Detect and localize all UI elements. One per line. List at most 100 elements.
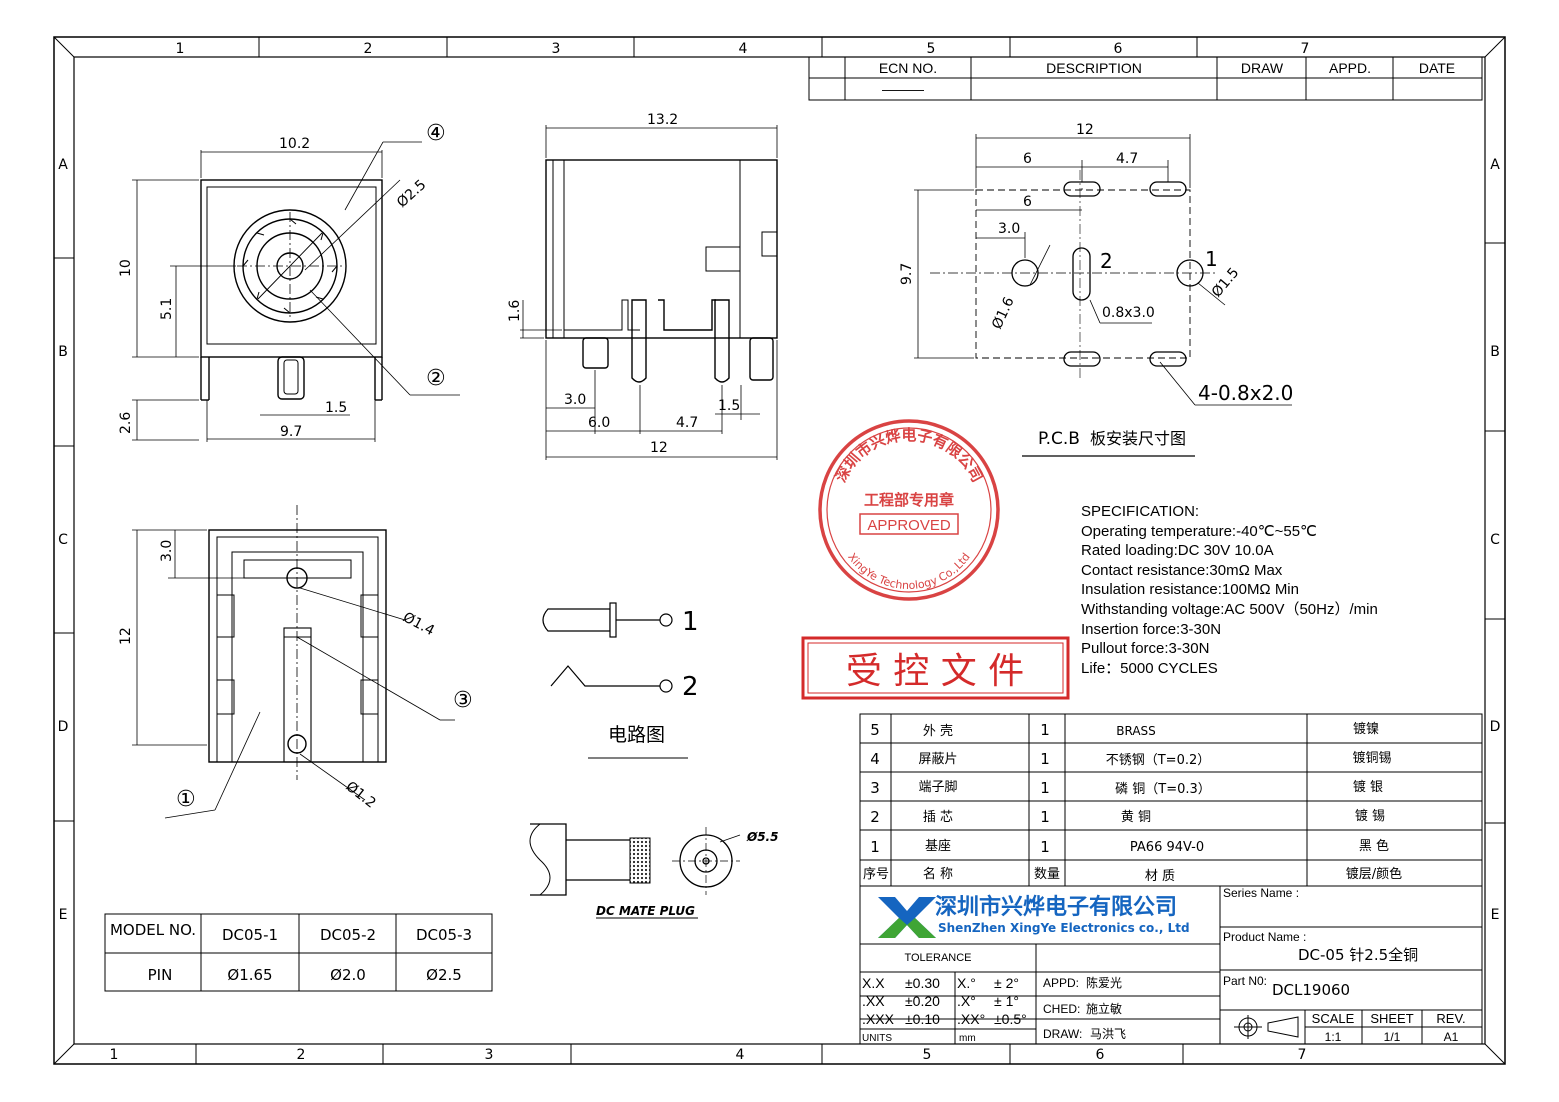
bottom-hole2: Ø1.2 (343, 779, 379, 812)
bom-row: 4 屏蔽片 1 不锈钢（T=0.2） 镀铜锡 (870, 750, 1391, 768)
zone-col-label: 4 (739, 41, 748, 57)
draw-name: 马洪飞 (1090, 1027, 1126, 1041)
dim-pin-gap: 1.5 (325, 400, 347, 416)
tolerance-rows: X.X ±0.30 X.° ± 2° .XX ±0.20 .X° ± 1° .X… (862, 975, 1027, 1027)
bom-qty: 1 (1040, 721, 1050, 739)
bom-header-finish: 镀层/颜色 (1346, 866, 1402, 882)
part-value: DCL19060 (1272, 981, 1350, 999)
callout-3: ③ (453, 688, 473, 713)
bottom-view-dimensions (132, 529, 455, 819)
zone-col-label: 5 (927, 41, 936, 57)
bom-material: BRASS (1116, 724, 1156, 738)
stamp-company-text: 深圳市兴烨电子有限公司 (832, 426, 987, 485)
scale-label: SCALE (1312, 1011, 1355, 1026)
side-view-labels: 13.2 1.6 3.0 6.0 4.7 1.5 12 (507, 112, 740, 456)
sheet-value: 1/1 (1384, 1030, 1401, 1044)
callout-1: ① (176, 787, 196, 812)
zone-col-label: 4 (736, 1047, 745, 1063)
tol-a: .XX (862, 993, 885, 1009)
rev-label: REV. (1436, 1011, 1465, 1026)
pcb-dim-d: 3.0 (998, 221, 1020, 237)
controlled-document-stamp: 受 控 文 件 (801, 636, 1070, 700)
model-pin-value: Ø1.65 (227, 966, 272, 984)
units-label: UNITS (862, 1033, 892, 1044)
bom-finish: 镀 银 (1353, 779, 1383, 795)
dim-hole: Ø2.5 (394, 177, 429, 211)
spec-line: Withstanding voltage:AC 500V（50Hz）/min (1081, 600, 1378, 618)
pcb-hole-left: Ø1.6 (989, 295, 1018, 332)
pcb-dim-a: 6 (1023, 151, 1032, 167)
bom-table (859, 713, 1483, 887)
bottom-view-labels: 3.0 12 Ø1.4 Ø1.2 ③ ① (118, 540, 473, 812)
zone-col-label: 1 (110, 1047, 119, 1063)
dim-width: 10.2 (279, 136, 310, 152)
stamp-status: APPROVED (867, 517, 951, 534)
bom-no: 2 (870, 808, 880, 826)
dim-step: 1.6 (507, 300, 523, 322)
bom-finish: 镀 锡 (1355, 808, 1385, 824)
dim-height: 10 (118, 259, 134, 277)
circuit-diagram (542, 602, 688, 759)
bom-name: 端子脚 (918, 779, 957, 795)
bom-no: 5 (870, 721, 880, 739)
dim-total: 12 (650, 440, 668, 456)
rev-header-appd: APPD. (1329, 60, 1371, 76)
model-header: DC05-2 (320, 926, 376, 944)
ched-label: CHED: (1043, 1002, 1080, 1016)
dim-d4: 1.5 (718, 398, 740, 414)
tol-a: .XXX (862, 1011, 895, 1027)
projection-symbol-icon (1234, 1015, 1299, 1039)
circuit-labels: 1 2 电路图 (608, 607, 699, 746)
appd-name: 陈爱光 (1086, 975, 1122, 990)
controlled-text: 受 控 文 件 (846, 651, 1024, 692)
product-value: DC-05 针2.5全铜 (1298, 946, 1418, 964)
dim-d2: 6.0 (588, 415, 610, 431)
zone-row-label: A (1490, 157, 1500, 173)
sheet-frame (53, 36, 1506, 1065)
bom-no: 4 (870, 750, 880, 768)
tolerance-label: TOLERANCE (904, 952, 971, 964)
pcb-title-cn: 板安装尺寸图 (1090, 429, 1186, 448)
zone-col-label: 2 (364, 41, 373, 57)
tol-c: .XX° (957, 1011, 985, 1027)
zone-col-label: 6 (1096, 1047, 1105, 1063)
rev-header-date: DATE (1419, 60, 1455, 76)
model-pin-value: Ø2.5 (426, 966, 462, 984)
dc-mate-labels: Ø5.5 DC MATE PLUG (596, 830, 778, 918)
rev-value: A1 (1444, 1030, 1459, 1044)
tol-a: X.X (862, 975, 885, 991)
model-pin-label: PIN (148, 966, 173, 984)
bom-material: 磷 铜（T=0.3） (1115, 782, 1211, 797)
zone-row-label: C (1490, 532, 1500, 548)
bom-qty: 1 (1040, 750, 1050, 768)
model-header: DC05-1 (222, 926, 278, 944)
stamp-dept: 工程部专用章 (864, 491, 954, 509)
bom-header-qty: 数量 (1034, 867, 1060, 882)
part-label: Part N0: (1223, 974, 1267, 988)
pcb-title-en: P.C.B (1038, 429, 1080, 449)
circuit-pin2: 2 (682, 672, 699, 702)
approval-stamp: 深圳市兴烨电子有限公司 XingYe Technology Co.,Ltd 工程… (818, 419, 1000, 601)
zone-col-label: 3 (485, 1047, 494, 1063)
pcb-slots4: 4-0.8x2.0 (1198, 381, 1293, 405)
company-name-en: ShenZhen XingYe Electronics co., Ltd (938, 921, 1190, 935)
spec-line: Insulation resistance:100MΩ Min (1081, 581, 1299, 599)
sheet-label: SHEET (1370, 1011, 1413, 1026)
bom-name: 屏蔽片 (918, 752, 957, 767)
spec-line: Pullout force:3-30N (1081, 640, 1210, 658)
title-block-text: 深圳市兴烨电子有限公司 ShenZhen XingYe Electronics … (862, 886, 1466, 1044)
callout-4: ④ (426, 121, 446, 146)
bom-name: 外 壳 (923, 724, 953, 739)
callout-2: ② (426, 366, 446, 391)
mate-dia: Ø5.5 (746, 830, 778, 844)
spec-line: Life：5000 CYCLES (1081, 659, 1218, 677)
side-view-dimensions (520, 125, 778, 460)
bottom-hole1: Ø1.4 (400, 609, 437, 639)
front-view-labels: 10.2 10 5.1 1.5 9.7 2.6 Ø2.5 ④ ② (118, 121, 446, 440)
bom-text: 5 外 壳 1 BRASS 镀镍 4 屏蔽片 1 不锈钢（T=0.2） 镀铜锡 … (863, 721, 1402, 884)
zone-row-label: C (58, 532, 68, 548)
zone-col-label: 6 (1114, 41, 1123, 57)
bottom-dim-top: 3.0 (159, 540, 175, 562)
zone-col-label: 1 (176, 41, 185, 57)
